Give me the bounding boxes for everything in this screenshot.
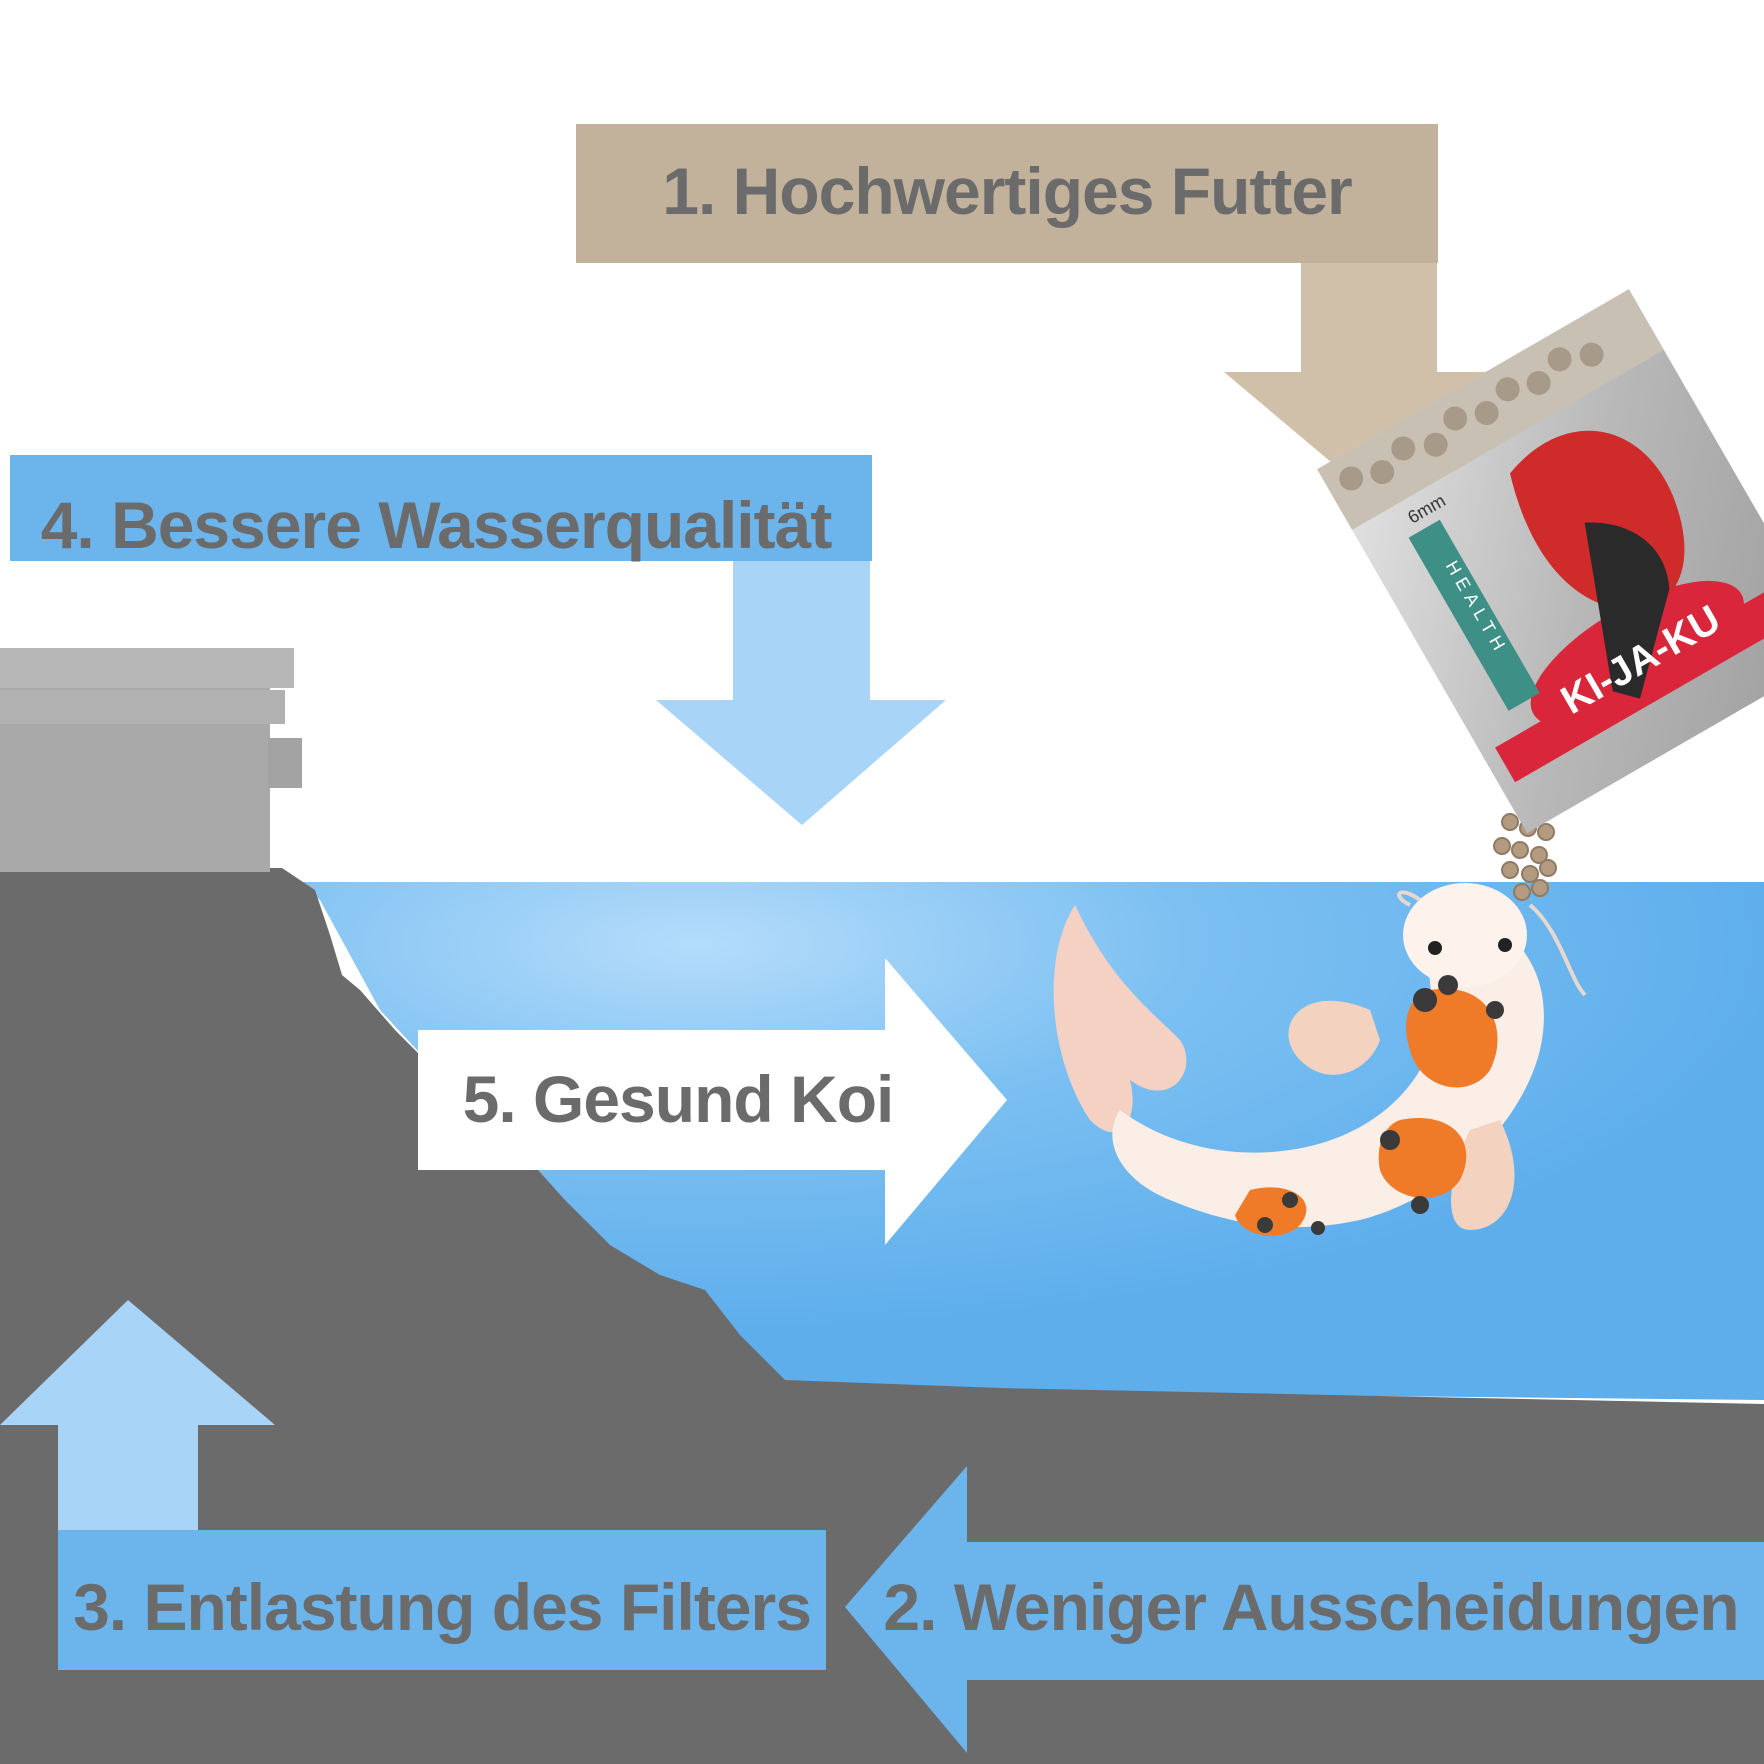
- step-1-box: [576, 124, 1438, 263]
- step-2-label: 2. Weniger Ausscheidungen: [883, 1570, 1738, 1644]
- step-2-arrow: [845, 1466, 1764, 1753]
- step-5-group: 5. Gesund Koi: [418, 958, 1007, 1245]
- step-3-group: 3. Entlastung des Filters: [0, 1300, 826, 1670]
- step-1-group: 1. Hochwertiges Futter: [576, 124, 1512, 494]
- step-5-label: 5. Gesund Koi: [463, 1062, 894, 1136]
- step-4-box: [10, 455, 872, 561]
- step-1-arrow: [1224, 262, 1512, 494]
- step-4-label: 4. Bessere Wasserqualität: [41, 488, 833, 562]
- step-3-label: 3. Entlastung des Filters: [73, 1570, 811, 1644]
- koi-fish: [1053, 883, 1587, 1236]
- step-3-arrow: [0, 1300, 275, 1532]
- step-5-arrow: [418, 958, 1007, 1245]
- step-2-group: 2. Weniger Ausscheidungen: [845, 1466, 1764, 1753]
- food-bag: KI-JA-KU HEALTH 6mm: [1317, 289, 1764, 834]
- step-4-group: 4. Bessere Wasserqualität: [10, 455, 946, 825]
- step-3-box: [58, 1530, 826, 1670]
- pond-water: [300, 882, 1764, 1400]
- step-4-arrow: [656, 560, 946, 825]
- filter-box: [0, 648, 302, 872]
- step-1-label: 1. Hochwertiges Futter: [662, 154, 1352, 228]
